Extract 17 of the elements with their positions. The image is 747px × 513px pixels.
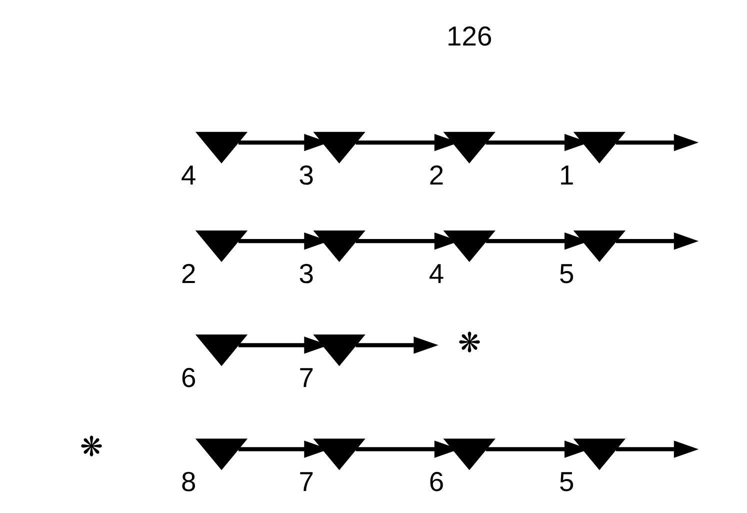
node-label: 5 (558, 466, 574, 497)
node-label: 3 (298, 159, 314, 190)
node-label: 2 (428, 159, 444, 190)
node-label: 7 (298, 466, 314, 497)
node-label: 6 (428, 466, 444, 497)
node-text: ❋ (457, 327, 480, 358)
node-label: 5 (558, 258, 574, 289)
node-label: 4 (180, 159, 196, 190)
node-label: 8 (180, 466, 196, 497)
label: ❋ (79, 431, 102, 462)
label: 126 (446, 20, 492, 52)
node-label: 6 (180, 362, 196, 393)
node-label: 1 (558, 159, 574, 190)
node-label: 7 (298, 362, 314, 393)
node-label: 3 (298, 258, 314, 289)
node-label: 4 (428, 258, 444, 289)
node-label: 2 (180, 258, 196, 289)
